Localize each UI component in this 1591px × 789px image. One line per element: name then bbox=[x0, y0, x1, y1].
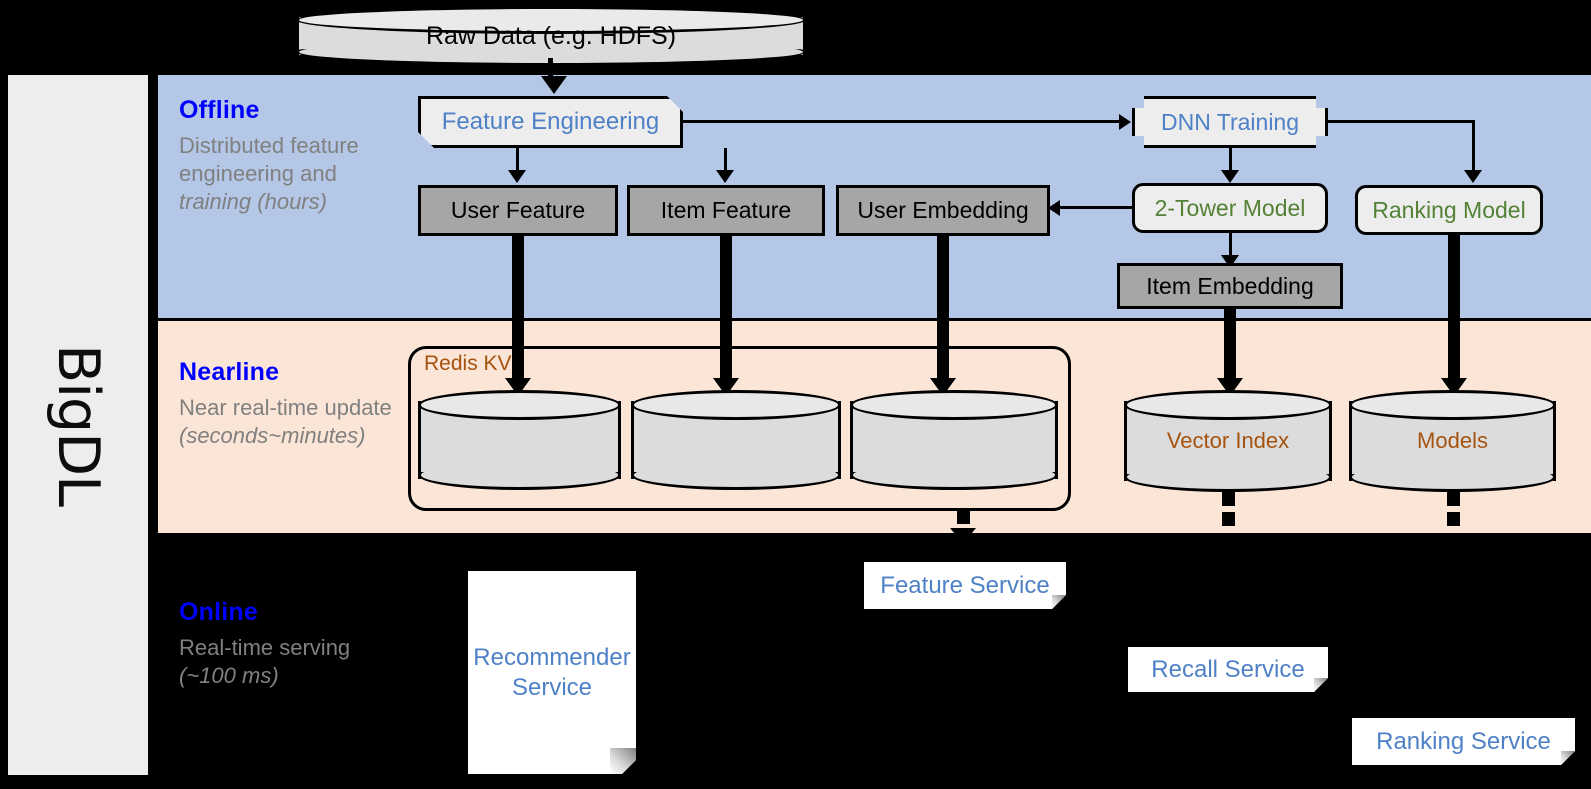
cylinder-top bbox=[631, 390, 841, 420]
recommender-service-label: Recommender Service bbox=[473, 643, 631, 701]
vector-index-store: Vector Index bbox=[1124, 390, 1332, 492]
arrowhead-redis-featureservice bbox=[950, 528, 976, 544]
recommender-service-box[interactable]: Recommender Service bbox=[468, 571, 636, 774]
raw-data-store: Raw Data (e.g. HDFS) bbox=[296, 6, 806, 66]
redis-kv-container bbox=[408, 346, 1071, 511]
connector-rawdata-fe bbox=[548, 58, 553, 80]
offline-title: Offline bbox=[179, 96, 260, 124]
connector-twotower-itemembedding bbox=[1229, 233, 1232, 257]
feature-engineering-box[interactable]: Feature Engineering bbox=[418, 96, 683, 148]
models-store: Models bbox=[1349, 390, 1556, 492]
dash-redis-featureservice-1 bbox=[957, 511, 970, 524]
cylinder-top bbox=[1349, 390, 1556, 420]
bigdl-logo-label: BigDL bbox=[8, 75, 148, 775]
cylinder-top bbox=[418, 390, 621, 420]
dash-models-ranking-2 bbox=[1447, 512, 1460, 526]
dash-models-ranking-1 bbox=[1447, 492, 1460, 506]
dnn-training-box[interactable]: DNN Training bbox=[1132, 96, 1328, 148]
arrowhead-dnn-twotower bbox=[1221, 170, 1239, 183]
online-title: Online bbox=[179, 598, 258, 626]
connector-twotower-userembedding bbox=[1060, 206, 1135, 209]
pipe-userembedding-redis bbox=[937, 236, 949, 381]
arrowhead-fe-itemfeature bbox=[716, 170, 734, 183]
user-embedding-box[interactable]: User Embedding bbox=[836, 185, 1050, 236]
redis-store-user-embedding bbox=[850, 390, 1058, 490]
ranking-model-box[interactable]: Ranking Model bbox=[1355, 185, 1543, 235]
models-label: Models bbox=[1417, 428, 1488, 453]
ranking-model-label: Ranking Model bbox=[1372, 196, 1526, 223]
item-feature-box[interactable]: Item Feature bbox=[627, 185, 825, 236]
user-feature-label: User Feature bbox=[450, 197, 586, 223]
nearline-title: Nearline bbox=[179, 358, 280, 386]
online-label-group: Online Real-time serving (~100 ms) bbox=[179, 598, 379, 690]
arrowhead-fe-dnn bbox=[1119, 114, 1131, 130]
item-embedding-label: Item Embedding bbox=[1146, 272, 1314, 299]
nearline-label-group: Nearline Near real-time update (seconds~… bbox=[179, 358, 404, 450]
pipe-rankingmodel-models bbox=[1448, 235, 1460, 381]
pipe-itemfeature-redis bbox=[720, 236, 732, 381]
vector-index-label: Vector Index bbox=[1166, 428, 1290, 453]
item-embedding-box[interactable]: Item Embedding bbox=[1117, 263, 1343, 309]
nearline-subtitle: Near real-time update (seconds~minutes) bbox=[179, 395, 392, 449]
recall-service-box[interactable]: Recall Service bbox=[1128, 647, 1328, 692]
connector-dnn-twotower bbox=[1229, 148, 1232, 172]
dnn-training-label: DNN Training bbox=[1160, 108, 1300, 135]
offline-subtitle: Distributed feature engineering and trai… bbox=[179, 133, 359, 215]
ranking-service-box[interactable]: Ranking Service bbox=[1352, 718, 1575, 765]
cylinder-top bbox=[296, 6, 806, 34]
recall-service-label: Recall Service bbox=[1151, 655, 1305, 683]
arrowhead-fe-userfeature bbox=[508, 170, 526, 183]
bigdl-sidebar: BigDL bbox=[8, 75, 148, 775]
dash-vectorindex-recall-2 bbox=[1222, 512, 1235, 526]
feature-service-label: Feature Service bbox=[880, 571, 1050, 599]
offline-label-group: Offline Distributed feature engineering … bbox=[179, 96, 369, 216]
redis-kv-label: Redis KV bbox=[424, 352, 512, 375]
pipe-itemembedding-vectorindex bbox=[1224, 309, 1236, 381]
connector-fe-itemfeature bbox=[724, 148, 727, 172]
connector-dnn-ranking-v bbox=[1472, 120, 1475, 172]
two-tower-model-box[interactable]: 2-Tower Model bbox=[1132, 183, 1328, 233]
connector-fe-dnn bbox=[683, 120, 1120, 123]
connector-fe-userfeature bbox=[516, 148, 519, 172]
cylinder-top bbox=[850, 390, 1058, 420]
redis-store-item-feature bbox=[631, 390, 841, 490]
dash-vectorindex-recall-1 bbox=[1222, 492, 1235, 506]
redis-store-user-feature bbox=[418, 390, 621, 490]
feature-engineering-label: Feature Engineering bbox=[441, 108, 660, 135]
cylinder-top bbox=[1124, 390, 1332, 420]
connector-dnn-ranking-h bbox=[1328, 120, 1475, 123]
user-embedding-label: User Embedding bbox=[857, 197, 1029, 223]
bigdl-logo-text: BigDL bbox=[45, 344, 111, 506]
two-tower-model-label: 2-Tower Model bbox=[1154, 194, 1306, 221]
raw-data-label: Raw Data (e.g. HDFS) bbox=[425, 21, 677, 50]
arrowhead-rawdata-fe bbox=[541, 76, 567, 94]
item-feature-label: Item Feature bbox=[660, 197, 792, 223]
arrowhead-dnn-ranking bbox=[1464, 170, 1482, 183]
feature-service-box[interactable]: Feature Service bbox=[864, 562, 1066, 609]
ranking-service-label: Ranking Service bbox=[1376, 727, 1551, 755]
online-subtitle: Real-time serving (~100 ms) bbox=[179, 635, 351, 689]
pipe-userfeature-redis bbox=[512, 236, 524, 381]
user-feature-box[interactable]: User Feature bbox=[418, 185, 618, 236]
arrowhead-twotower-userembedding bbox=[1048, 200, 1060, 216]
